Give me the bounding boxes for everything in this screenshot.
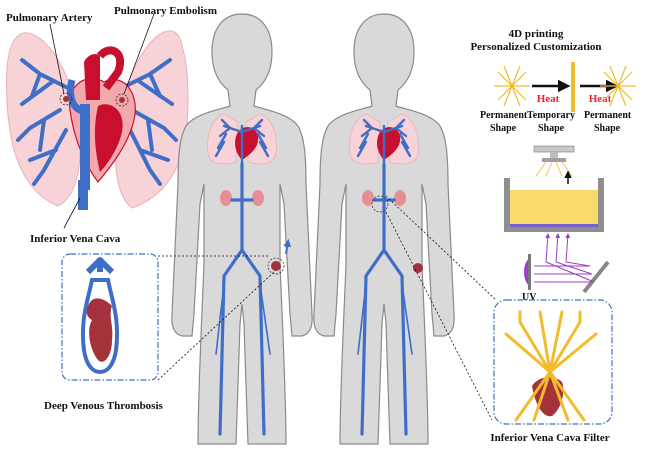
dvt-inset xyxy=(61,253,159,381)
heat-label-2: Heat xyxy=(589,93,612,105)
inset-connectors xyxy=(157,195,497,421)
permanent-shape-2-label-a: Permanent xyxy=(584,110,632,121)
pulmonary-artery-leader xyxy=(49,23,65,95)
printing-title-line2: Personalized Customization xyxy=(470,41,601,53)
temporary-shape-icon xyxy=(571,62,575,112)
temporary-shape-label-a: Temporary xyxy=(527,110,575,121)
pulmonary-artery-label: Pulmonary Artery xyxy=(6,12,93,24)
uv-label: UV xyxy=(522,292,537,303)
pulmonary-embolism-label: Pulmonary Embolism xyxy=(114,5,217,17)
inferior-vena-cava-label: Inferior Vena Cava xyxy=(30,233,121,245)
ivc-filter-label: Inferior Vena Cava Filter xyxy=(490,432,609,444)
heat-label-1: Heat xyxy=(537,93,560,105)
ivc-filter-inset xyxy=(493,299,613,425)
permanent-shape-1-icon xyxy=(494,65,530,107)
printing-title-line1: 4D printing xyxy=(509,28,564,40)
ivc-leader xyxy=(63,197,81,229)
permanent-shape-1-label-b: Shape xyxy=(490,123,517,134)
permanent-shape-2-label-b: Shape xyxy=(594,123,621,134)
heart-lung-illustration xyxy=(6,30,189,210)
human-body-left xyxy=(171,13,313,445)
permanent-shape-1-label-a: Permanent xyxy=(480,110,528,121)
human-body-right xyxy=(313,13,455,445)
temporary-shape-label-b: Shape xyxy=(538,123,565,134)
pulmonary-embolism-leader xyxy=(123,13,155,95)
dlp-printer-illustration xyxy=(504,145,610,294)
permanent-shape-2-icon xyxy=(600,65,636,107)
deep-venous-thrombosis-label: Deep Venous Thrombosis xyxy=(44,400,164,412)
